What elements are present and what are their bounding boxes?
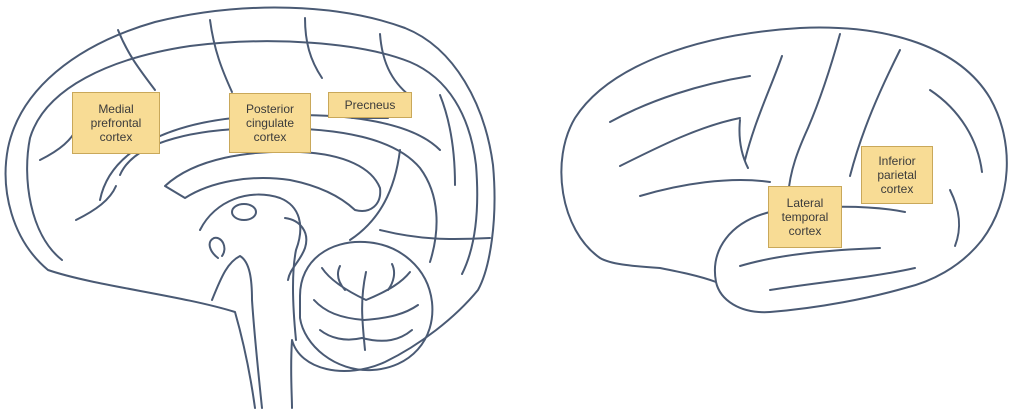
intraparietal-sulcus: [930, 90, 982, 172]
lateral-brain-view: [561, 28, 1006, 313]
label-posterior-cingulate-cortex: Posterior cingulate cortex: [229, 93, 311, 153]
medial-sulcus-3: [305, 18, 322, 78]
label-inferior-parietal-cortex: Inferior parietal cortex: [861, 146, 933, 204]
superior-temporal-sulcus: [740, 248, 880, 266]
inferior-temporal-sulcus: [770, 268, 915, 290]
brainstem-front: [212, 256, 262, 408]
parieto-occipital-sulcus: [350, 150, 400, 240]
medial-sulcus-4: [380, 34, 410, 96]
medial-sulcus-6: [76, 186, 116, 220]
corpus-callosum: [165, 152, 380, 211]
occipital-sulcus: [950, 190, 959, 246]
fornix-ring: [232, 204, 256, 220]
sylvian-fissure: [640, 180, 770, 196]
precentral-sulcus: [745, 56, 782, 160]
inferior-frontal-sulcus: [620, 118, 740, 166]
frontal-sulcus-branch: [739, 120, 748, 168]
medial-sulcus-5: [440, 95, 455, 185]
lateral-outer-outline: [561, 28, 1006, 313]
label-precuneus: Precneus: [328, 92, 412, 118]
medial-sulcus-1: [118, 30, 155, 90]
label-medial-prefrontal-cortex: Medial prefrontal cortex: [72, 92, 160, 154]
superior-frontal-sulcus: [610, 76, 750, 122]
cerebellum-folia: [314, 264, 418, 350]
pituitary: [210, 238, 225, 258]
label-lateral-temporal-cortex: Lateral temporal cortex: [768, 186, 842, 248]
brainstem: [200, 195, 300, 340]
central-sulcus: [788, 34, 840, 196]
medial-sulcus-2: [210, 20, 232, 92]
medial-brain-view: [6, 8, 495, 408]
